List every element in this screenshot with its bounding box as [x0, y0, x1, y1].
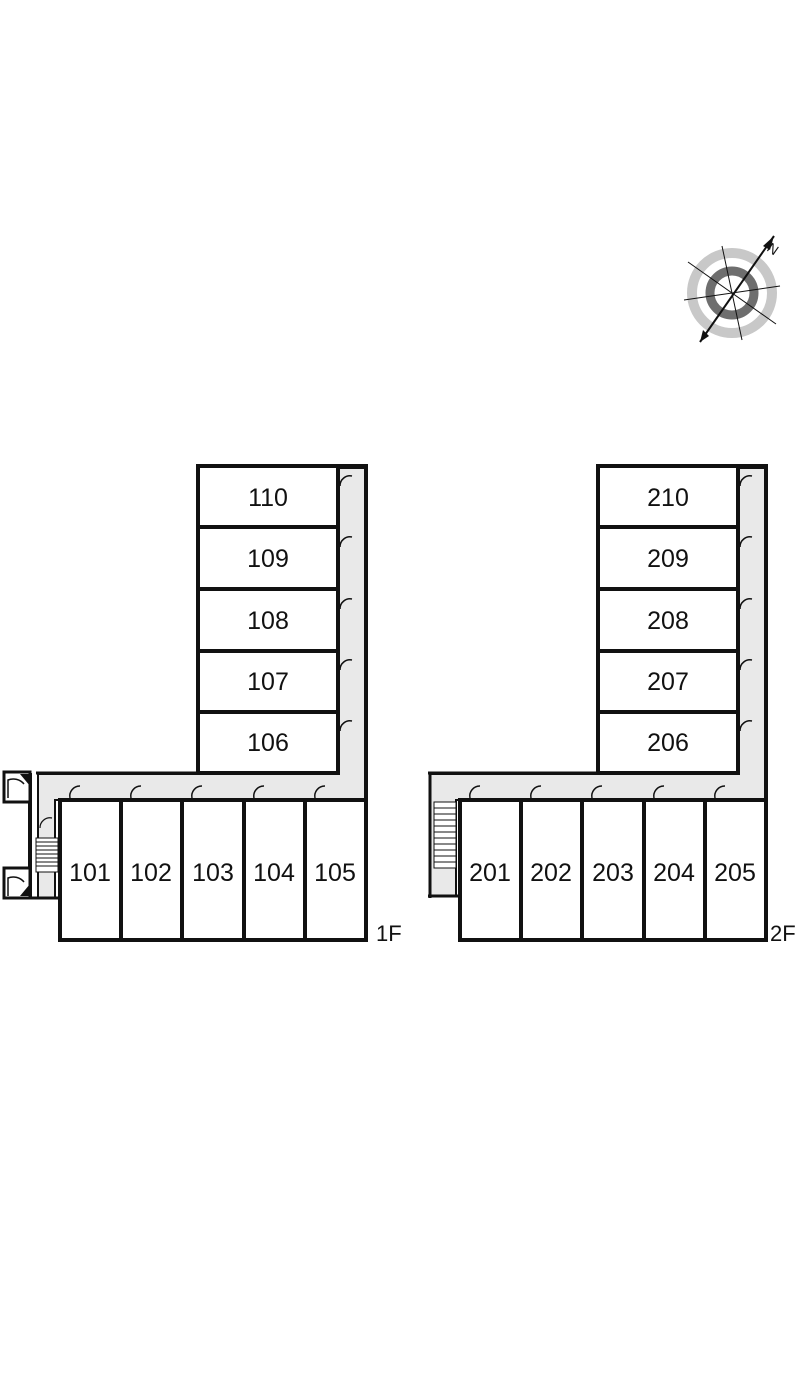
floor-2-staircase: [433, 801, 457, 869]
compass-north-letter: N: [764, 239, 781, 258]
room-209: [596, 525, 740, 591]
floor-2-plan: 210 209 208 207 206 201 202 203 204 205 …: [428, 464, 796, 946]
room-label-107: 107: [247, 668, 289, 696]
floor-1-door-swings: [69, 475, 353, 799]
room-label-102: 102: [130, 859, 172, 887]
room-label-108: 108: [247, 607, 289, 635]
floor-1-plan: 110 109 108 107 106 101 102 103 104 105 …: [2, 464, 402, 946]
room-110: [196, 464, 340, 529]
floor-2-upper-rooms: [596, 464, 740, 775]
room-101: [58, 798, 123, 942]
floor-1-entrance-door-bottom: [2, 866, 32, 900]
room-label-104: 104: [253, 859, 295, 887]
floor-1-entrance-door-top: [2, 770, 32, 804]
room-103: [180, 798, 246, 942]
room-label-202: 202: [530, 859, 572, 887]
floor-2-lower-rooms: [458, 798, 768, 942]
room-label-209: 209: [647, 545, 689, 573]
room-label-206: 206: [647, 729, 689, 757]
room-206: [596, 710, 740, 775]
room-label-204: 204: [653, 859, 695, 887]
floor-1-lower-rooms: [58, 798, 368, 942]
room-202: [519, 798, 584, 942]
floor-label-2f: 2F: [770, 921, 796, 946]
compass-outer-ring: [687, 248, 777, 338]
room-label-203: 203: [592, 859, 634, 887]
room-label-106: 106: [247, 729, 289, 757]
room-205: [703, 798, 768, 942]
room-107: [196, 649, 340, 714]
floor-1-upper-rooms: [196, 464, 340, 775]
room-208: [596, 587, 740, 653]
room-210: [596, 464, 740, 529]
floor-2-door-swings: [469, 475, 753, 799]
floor-label-1f: 1F: [376, 921, 402, 946]
room-106: [196, 710, 340, 775]
compass-inner-ring: [705, 266, 759, 320]
room-label-205: 205: [714, 859, 756, 887]
compass-axis-c: [687, 261, 777, 325]
room-label-201: 201: [469, 859, 511, 887]
room-201: [458, 798, 523, 942]
room-label-105: 105: [314, 859, 356, 887]
room-label-103: 103: [192, 859, 234, 887]
compass-needle: [699, 235, 775, 343]
compass-north-arrow: [763, 236, 774, 250]
room-label-109: 109: [247, 545, 289, 573]
compass-south-arrow: [700, 330, 709, 342]
floor-1-staircase: [35, 817, 59, 873]
room-label-210: 210: [647, 484, 689, 512]
room-109: [196, 525, 340, 591]
room-104: [242, 798, 307, 942]
room-105: [303, 798, 368, 942]
room-label-208: 208: [647, 607, 689, 635]
compass: N: [683, 235, 782, 343]
room-label-110: 110: [248, 484, 288, 512]
room-label-101: 101: [69, 859, 111, 887]
room-label-207: 207: [647, 668, 689, 696]
room-207: [596, 649, 740, 714]
